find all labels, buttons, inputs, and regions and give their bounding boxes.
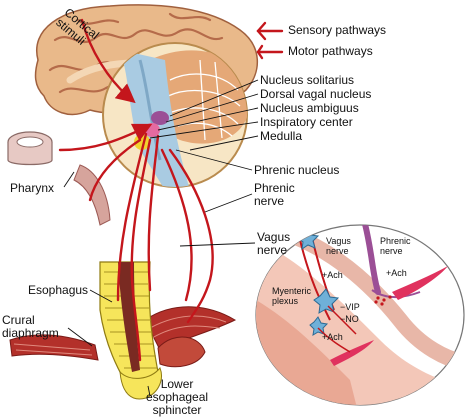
inset-phrenic-nerve-label: Phrenic nerve bbox=[380, 236, 411, 256]
pharynx bbox=[7, 131, 53, 166]
nucleus-solitarius-shape bbox=[151, 111, 169, 125]
phrenic-nerve-line2: nerve bbox=[254, 194, 285, 208]
esophagus-label: Esophagus bbox=[28, 283, 89, 297]
legend-sensory-icon bbox=[256, 21, 284, 41]
vagus-nerve-line1: Vagus bbox=[257, 230, 291, 244]
inset-vagus-line2: nerve bbox=[326, 246, 349, 256]
inset-vagus-nerve-label: Vagus nerve bbox=[326, 236, 351, 256]
inset-myenteric-line1: Myenteric bbox=[272, 286, 312, 296]
les-line2: esophageal bbox=[146, 390, 209, 404]
crural-diaphragm-label: Crural diaphragm bbox=[2, 314, 59, 340]
inset-phrenic-line2: nerve bbox=[380, 246, 403, 256]
nucleus-ambiguus-label: Nucleus ambiguus bbox=[260, 101, 359, 115]
nucleus-solitarius-label: Nucleus solitarius bbox=[260, 73, 355, 87]
inset-ach-top-label: +Ach bbox=[322, 270, 343, 280]
dorsal-vagal-nucleus-label: Dorsal vagal nucleus bbox=[260, 87, 372, 101]
inset-myenteric-line2: plexus bbox=[272, 296, 299, 306]
crural-diaphragm-line2: diaphragm bbox=[2, 326, 59, 340]
inspiratory-center-label: Inspiratory center bbox=[260, 115, 353, 129]
inset-phrenic-line1: Phrenic bbox=[380, 236, 411, 246]
inset-myenteric-plexus-label: Myenteric plexus bbox=[272, 286, 311, 306]
inset-vip-label: −VIP bbox=[340, 302, 360, 312]
vagus-nerve-line2: nerve bbox=[257, 243, 288, 257]
inset-detail bbox=[255, 224, 465, 406]
esophagus-assembly bbox=[9, 261, 237, 400]
les-line1: Lower bbox=[160, 377, 194, 391]
inset-no-label: −NO bbox=[340, 314, 359, 324]
inset-ach-right-label: +Ach bbox=[386, 268, 407, 278]
pharynx-label: Pharynx bbox=[10, 181, 55, 195]
medulla-label: Medulla bbox=[260, 129, 303, 143]
inset-vagus-line1: Vagus bbox=[326, 236, 351, 246]
brainstem-magnifier bbox=[102, 42, 248, 188]
lower-esophageal-sphincter-label: Lower esophageal sphincter bbox=[146, 378, 208, 417]
phrenic-nerve-line1: Phrenic bbox=[254, 181, 295, 195]
phrenic-nerve-label: Phrenic nerve bbox=[254, 182, 295, 208]
leader-lines bbox=[63, 79, 259, 397]
legend-motor-label: Motor pathways bbox=[288, 44, 373, 58]
inset-ach-bottom-label: +Ach bbox=[322, 332, 343, 342]
phrenic-nucleus-label: Phrenic nucleus bbox=[254, 163, 340, 177]
les-line3: sphincter bbox=[152, 403, 202, 417]
legend-motor-icon bbox=[256, 44, 284, 60]
nerve-pathways bbox=[58, 18, 214, 362]
legend-sensory-label: Sensory pathways bbox=[288, 23, 387, 37]
vagus-nerve-label: Vagus nerve bbox=[257, 231, 290, 257]
crural-diaphragm-line1: Crural bbox=[2, 313, 35, 327]
